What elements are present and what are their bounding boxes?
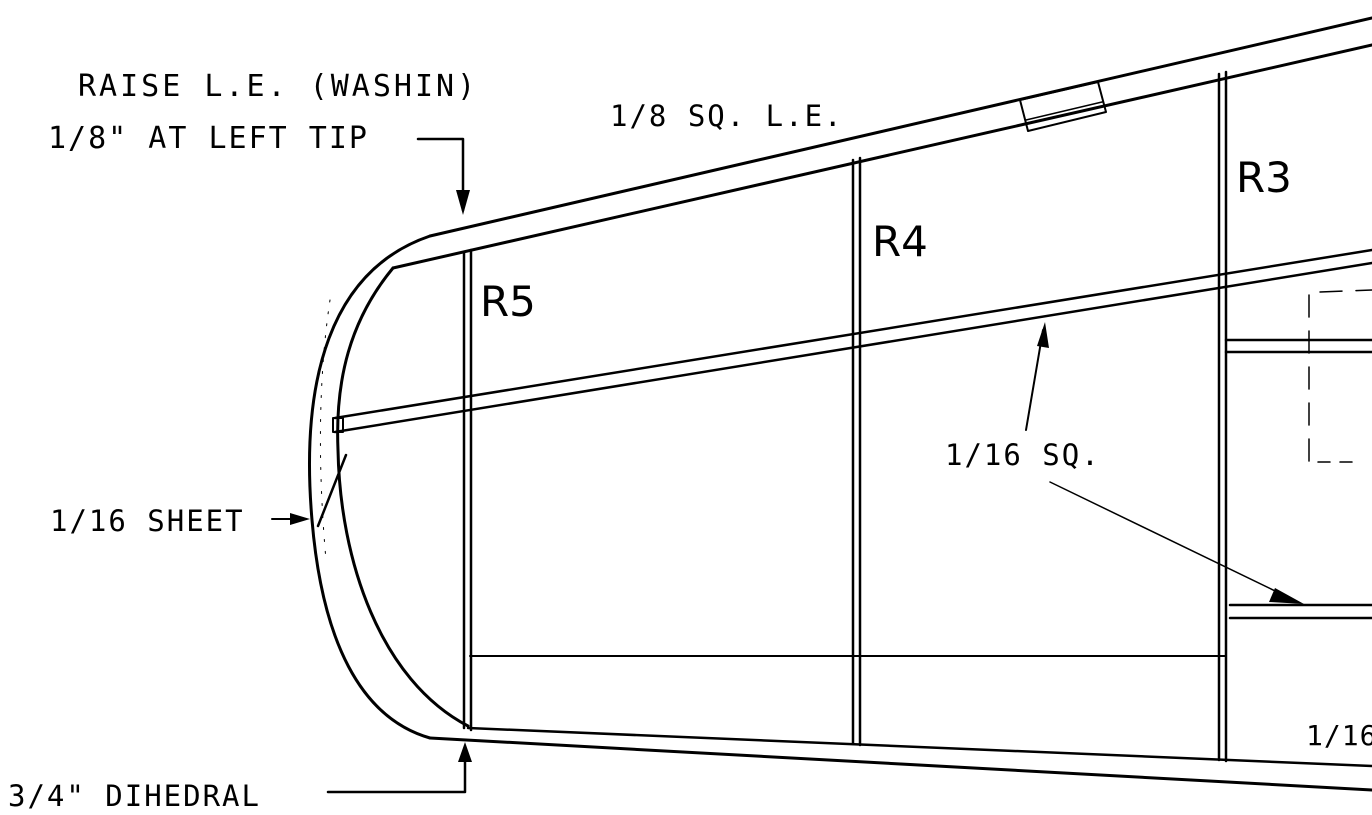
label-rib-r5: R5 xyxy=(480,277,536,326)
label-dihedral: 3/4" DIHEDRAL xyxy=(8,779,261,813)
rib-r3 xyxy=(1217,70,1228,763)
washin-leader xyxy=(416,137,470,215)
label-1-16-sq: 1/16 SQ. xyxy=(945,438,1101,472)
sheet-leader xyxy=(271,453,348,528)
arrow-icon xyxy=(1269,588,1304,604)
sq-leader-stringer xyxy=(1049,481,1304,604)
arrow-icon xyxy=(456,190,470,215)
arrow-icon xyxy=(458,742,472,762)
rib-r5 xyxy=(462,248,473,732)
arrow-icon xyxy=(1037,322,1049,348)
rib-r4 xyxy=(851,156,862,747)
wing-tip-outline xyxy=(308,234,470,740)
label-rib-r3: R3 xyxy=(1236,153,1292,202)
dihedral-leader xyxy=(326,742,472,794)
arrow-icon xyxy=(290,513,310,525)
label-rib-r4: R4 xyxy=(872,217,928,266)
center-section-partial xyxy=(1224,289,1372,620)
sq-leader-spar xyxy=(1025,322,1049,431)
label-1-16-cut: 1/16 xyxy=(1306,719,1372,752)
trailing-edge xyxy=(428,726,1372,792)
leading-edge xyxy=(391,16,1372,270)
label-1-16-sheet: 1/16 SHEET xyxy=(50,504,245,538)
label-sq-le: 1/8 SQ. L.E. xyxy=(610,99,844,133)
label-washin-amount: 1/8" AT LEFT TIP xyxy=(48,121,369,156)
label-raise-le: RAISE L.E. (WASHIN) xyxy=(78,69,478,104)
